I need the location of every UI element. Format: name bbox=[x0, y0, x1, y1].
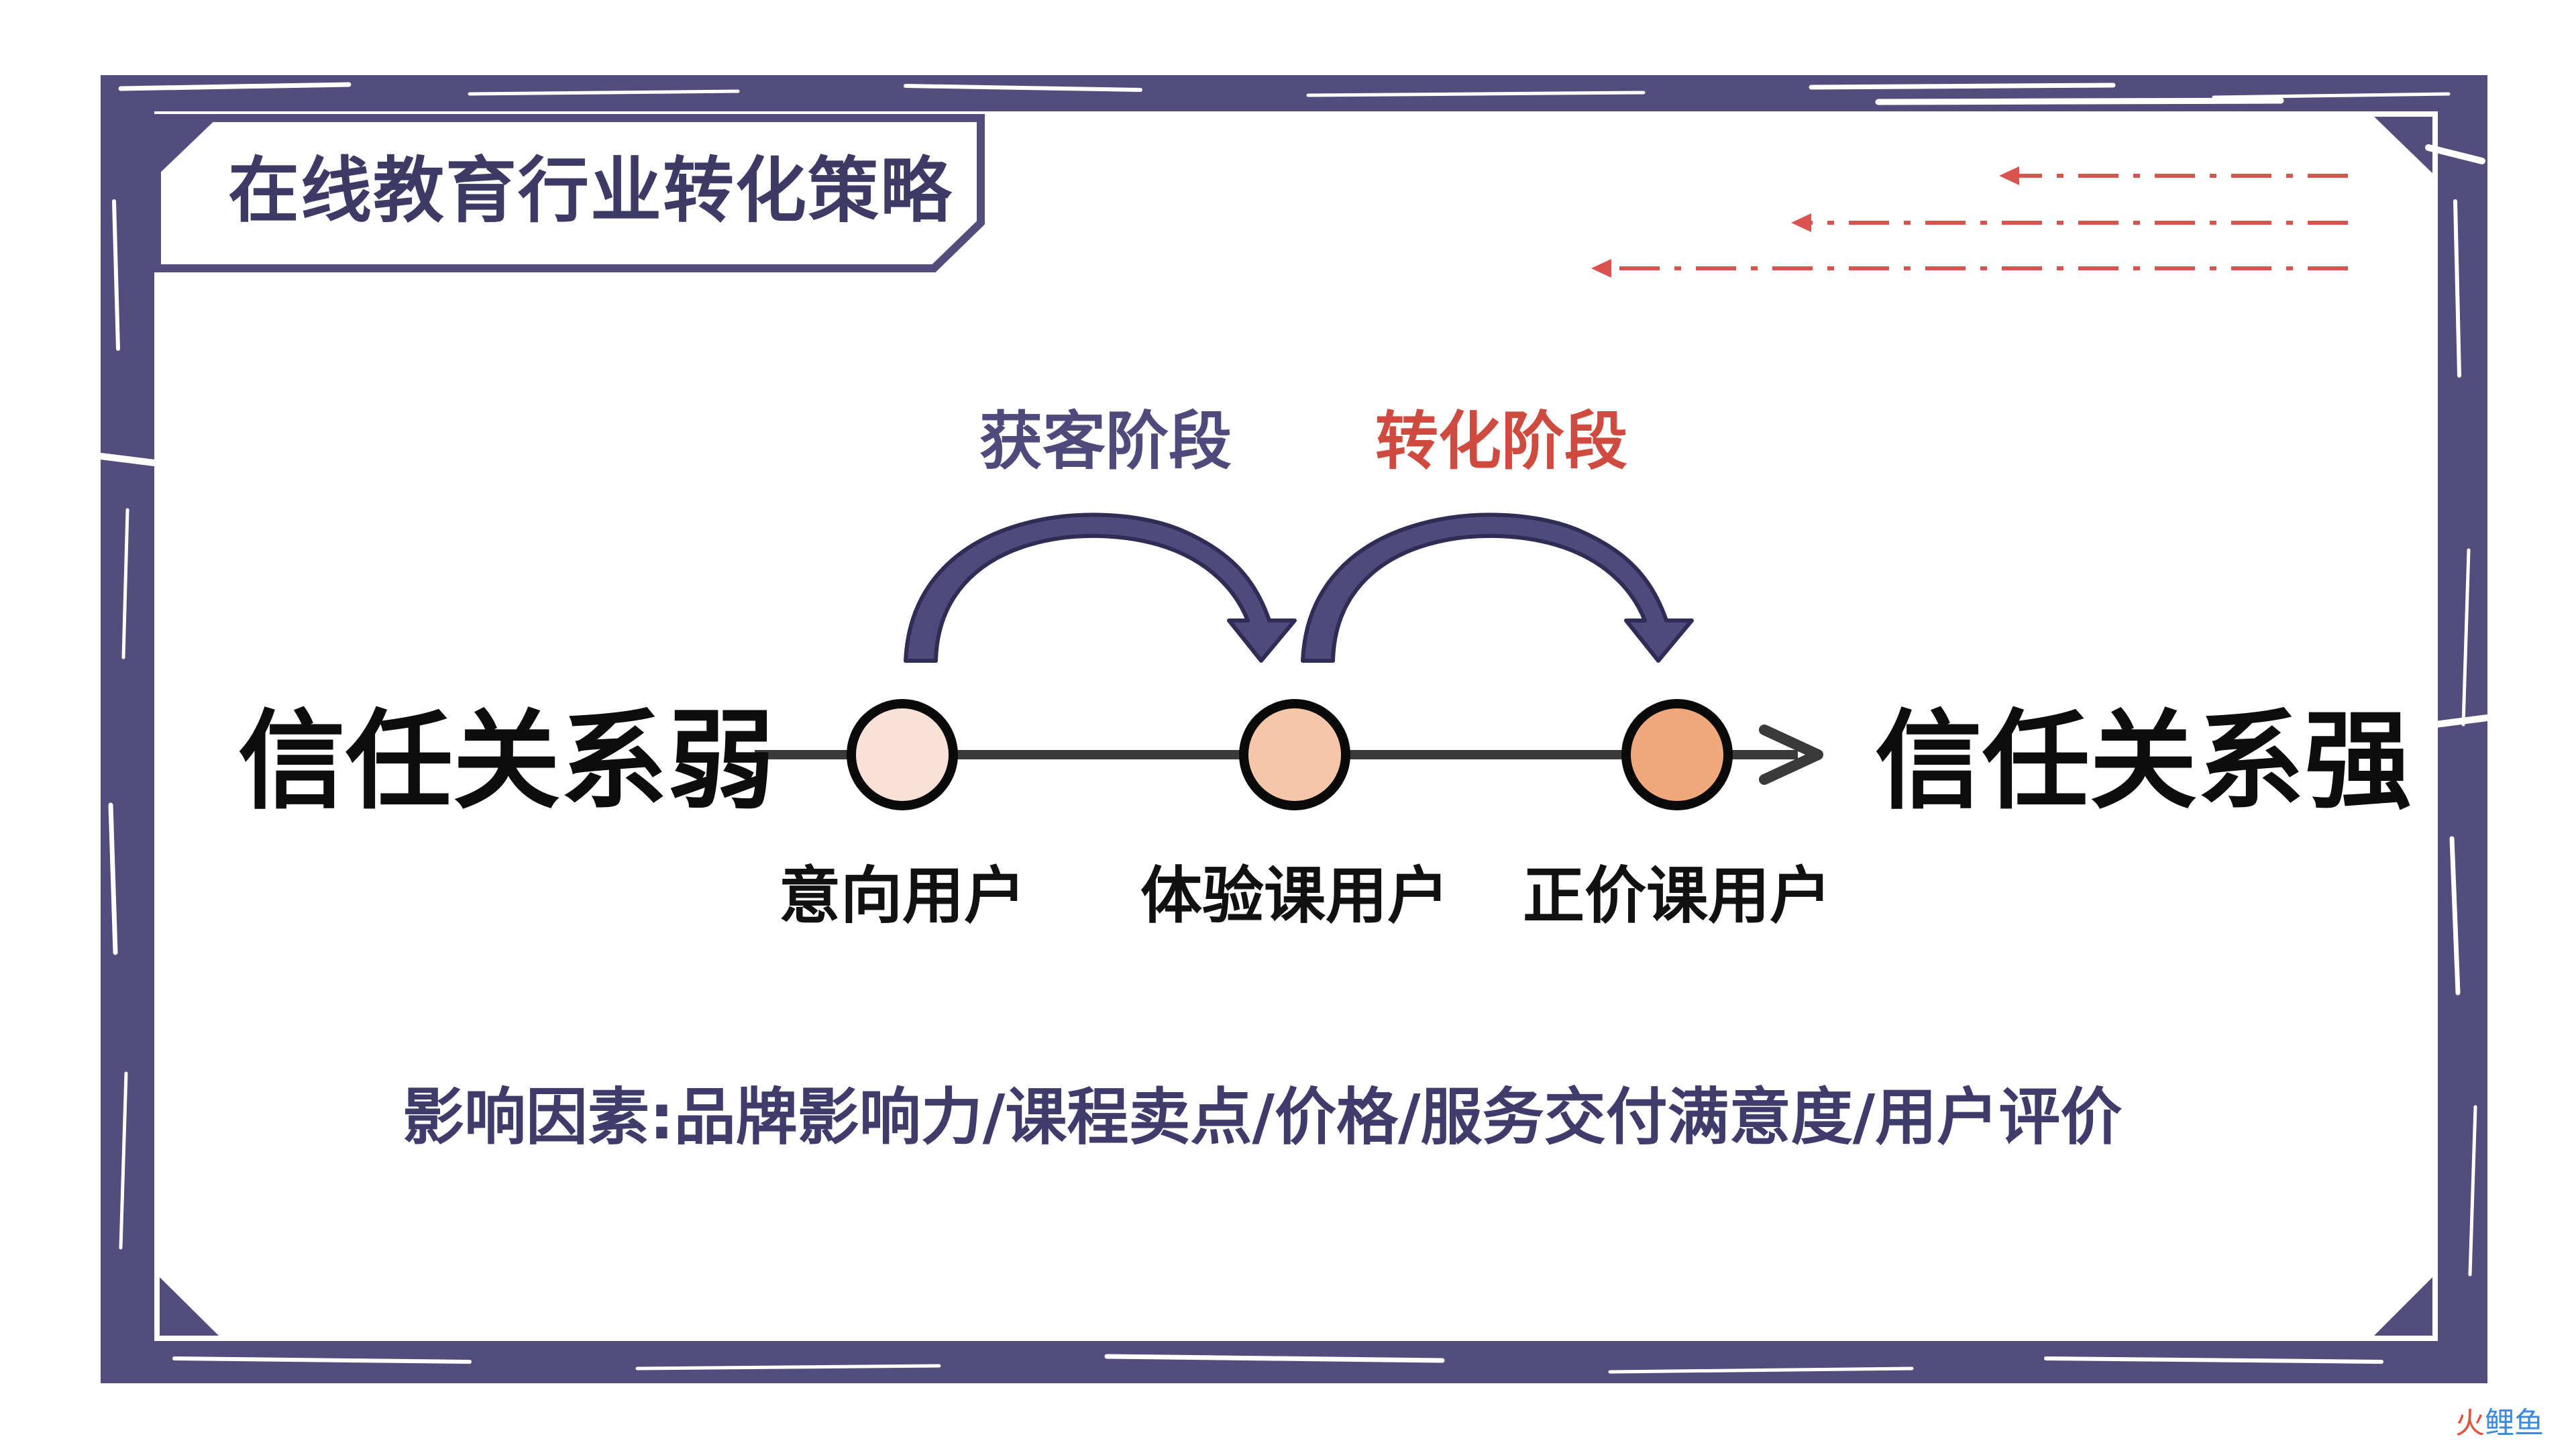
frame-corner-top-right bbox=[2371, 114, 2435, 176]
node-label-paid: 正价课用户 bbox=[1522, 860, 1831, 932]
stage-arrows bbox=[904, 513, 1694, 663]
node-circle-paid bbox=[1621, 699, 1733, 810]
frame-border bbox=[97, 75, 2491, 1383]
watermark-part-2: 鲤鱼 bbox=[2485, 1406, 2544, 1440]
watermark: 火鲤鱼 bbox=[2455, 1409, 2544, 1438]
decor-arrows bbox=[1610, 174, 2348, 270]
timeline-arrow-icon bbox=[1759, 724, 1823, 785]
node-circle-intent bbox=[847, 699, 958, 810]
stage-label-acquisition: 获客阶段 bbox=[979, 405, 1232, 478]
frame-scratches bbox=[97, 82, 2491, 1374]
influence-factors: 影响因素:品牌影响力/课程卖点/价格/服务交付满意度/用户评价 bbox=[402, 1081, 2123, 1153]
title-box-corner bbox=[157, 118, 209, 170]
frame-corner-bottom-left bbox=[157, 1275, 221, 1338]
node-label-trial: 体验课用户 bbox=[1140, 860, 1449, 932]
title-box bbox=[153, 114, 985, 272]
timeline-nodes bbox=[847, 699, 1733, 810]
trust-strong-label: 信任关系强 bbox=[1875, 698, 2412, 824]
title-box-outline bbox=[153, 114, 985, 272]
arrow-head-icon bbox=[1791, 213, 1811, 232]
trust-weak-label: 信任关系弱 bbox=[238, 698, 775, 824]
watermark-part-1: 火 bbox=[2455, 1406, 2485, 1440]
page-title: 在线教育行业转化策略 bbox=[228, 150, 953, 232]
decor-arrow-heads bbox=[1591, 166, 2019, 278]
arrow-head-icon bbox=[1999, 166, 2019, 185]
node-circle-trial bbox=[1239, 699, 1350, 810]
node-label-intent: 意向用户 bbox=[778, 860, 1026, 932]
arrow-head-icon bbox=[1591, 259, 1611, 278]
stage-label-conversion: 转化阶段 bbox=[1375, 405, 1628, 478]
curved-arrow-right-icon bbox=[1301, 513, 1694, 663]
curved-arrow-right-icon bbox=[904, 513, 1297, 663]
frame-corner-bottom-right bbox=[2371, 1275, 2435, 1338]
